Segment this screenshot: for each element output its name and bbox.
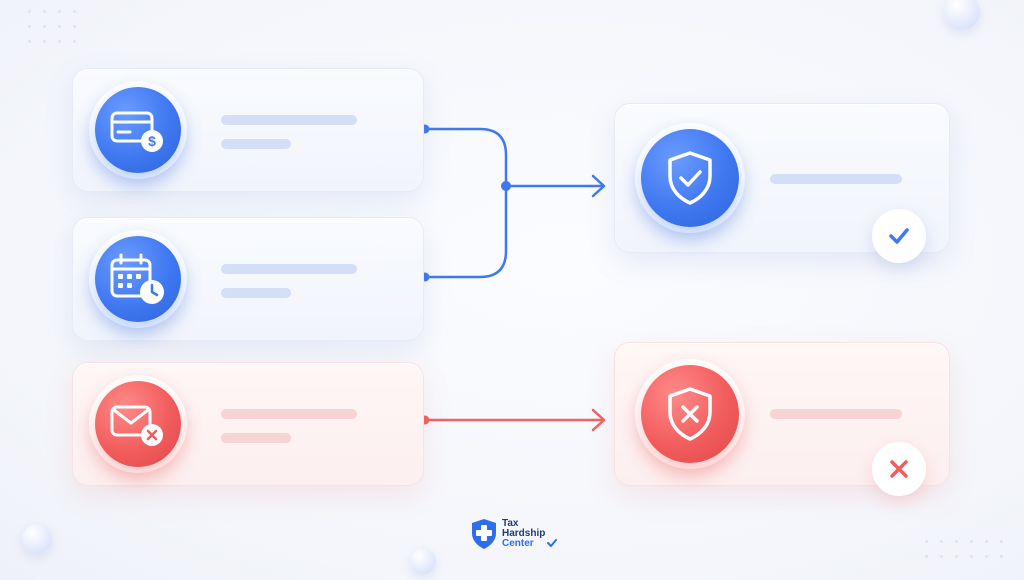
placeholder-line	[221, 139, 291, 149]
success-connector	[423, 127, 606, 279]
logo-line-3: Center	[502, 538, 534, 549]
shield-x-icon	[668, 387, 712, 441]
logo-line-1: Tax	[502, 518, 519, 529]
placeholder-line	[221, 115, 357, 125]
icon-circle	[641, 129, 739, 227]
connector-line-top	[423, 127, 508, 188]
arrow-head	[591, 408, 606, 432]
credit-card-dollar-icon: $	[110, 111, 163, 152]
decorative-bubble	[22, 524, 52, 554]
arrow-head	[591, 174, 606, 198]
source-card-payment: $	[72, 68, 424, 192]
source-card-failed-mail	[72, 362, 424, 486]
icon-circle: $	[95, 87, 181, 173]
connector-junction-dot	[501, 181, 511, 191]
source-card-schedule	[72, 217, 424, 341]
placeholder-line	[221, 288, 291, 298]
placeholder-line	[770, 409, 902, 419]
mail-x-icon	[110, 405, 163, 446]
connector-line-middle	[423, 184, 508, 279]
success-badge	[872, 209, 926, 263]
icon-circle	[95, 381, 181, 467]
svg-text:$: $	[148, 133, 156, 149]
x-icon	[890, 460, 908, 478]
dot-grid-top-left	[28, 10, 76, 43]
error-badge	[872, 442, 926, 496]
calendar-clock-icon	[110, 253, 164, 304]
placeholder-line	[221, 264, 357, 274]
error-connector	[423, 408, 606, 432]
shield-cross-logo-icon	[472, 519, 496, 549]
icon-circle	[95, 236, 181, 322]
placeholder-line	[221, 433, 291, 443]
logo-check-icon	[547, 539, 558, 547]
decorative-bubble	[944, 0, 980, 30]
check-icon	[889, 228, 909, 244]
logo-line-2: Hardship	[502, 528, 546, 539]
tax-hardship-center-logo: Tax Hardship Center	[470, 518, 558, 550]
decorative-bubble	[410, 548, 436, 574]
dot-grid-bottom-right	[925, 540, 1003, 558]
placeholder-line	[221, 409, 357, 419]
placeholder-line	[770, 174, 902, 184]
icon-circle	[641, 365, 739, 463]
shield-check-icon	[668, 151, 712, 205]
